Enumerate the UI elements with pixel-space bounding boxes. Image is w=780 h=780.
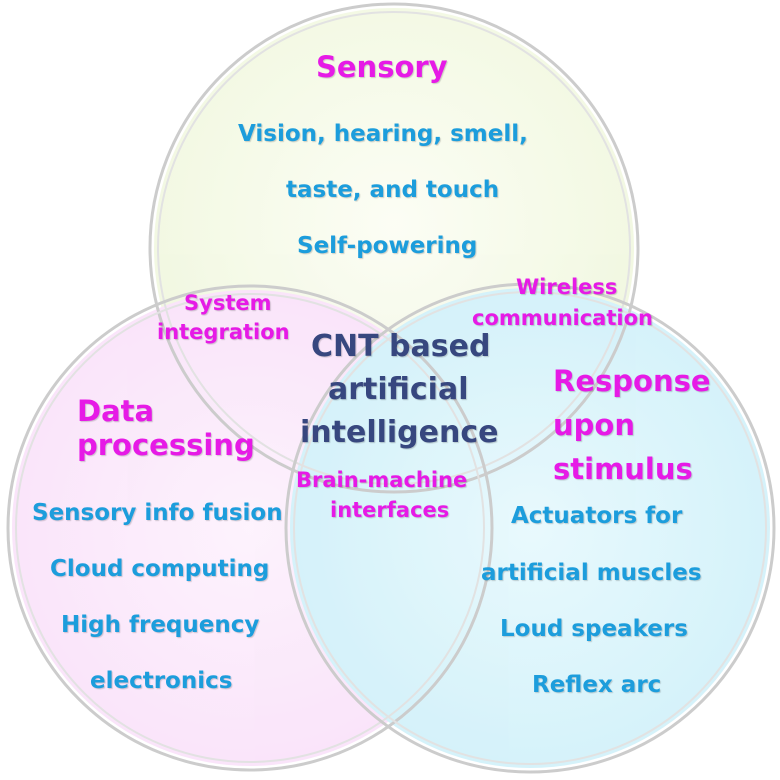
sensory-item-2: taste, and touch xyxy=(286,177,500,203)
overlap-wireless-line2: communication xyxy=(472,306,653,330)
response-item-1: Actuators for xyxy=(511,503,683,529)
data-processing-ring-inner xyxy=(15,293,485,763)
response-title-line1: Response xyxy=(553,364,711,398)
data-processing-item-4: electronics xyxy=(90,668,233,694)
overlap-wireless-line1: Wireless xyxy=(516,275,618,299)
response-item-2: artificial muscles xyxy=(481,560,702,586)
response-title-line3: stimulus xyxy=(553,452,693,486)
data-processing-item-2: Cloud computing xyxy=(50,556,270,582)
sensory-item-1: Vision, hearing, smell, xyxy=(238,121,528,147)
center-label-line2: artificial xyxy=(328,372,469,407)
response-item-4: Reflex arc xyxy=(532,672,662,698)
data-processing-title-line1: Data xyxy=(77,394,155,428)
center-label-line3: intelligence xyxy=(300,415,499,450)
response-ring-outer xyxy=(284,282,776,774)
overlap-brain-machine-line1: Brain-machine xyxy=(296,468,468,492)
sensory-ring-inner xyxy=(157,11,631,485)
data-processing-item-3: High frequency xyxy=(61,612,260,638)
sensory-title: Sensory xyxy=(316,50,448,84)
data-processing-item-1: Sensory info fusion xyxy=(32,500,283,526)
response-item-3: Loud speakers xyxy=(500,616,688,642)
response-circle xyxy=(290,288,770,768)
sensory-ring-outer xyxy=(148,2,640,494)
response-ring-inner xyxy=(293,291,767,765)
data-processing-title-line2: processing xyxy=(77,428,255,462)
sensory-item-3: Self-powering xyxy=(297,233,478,259)
overlap-system-integration-line1: System xyxy=(184,291,272,315)
data-processing-ring-outer xyxy=(6,284,494,772)
center-label-line1: CNT based xyxy=(311,329,491,364)
response-title-line2: upon xyxy=(553,408,635,442)
overlap-brain-machine-line2: interfaces xyxy=(330,498,450,522)
overlap-system-integration-line2: integration xyxy=(157,320,290,344)
